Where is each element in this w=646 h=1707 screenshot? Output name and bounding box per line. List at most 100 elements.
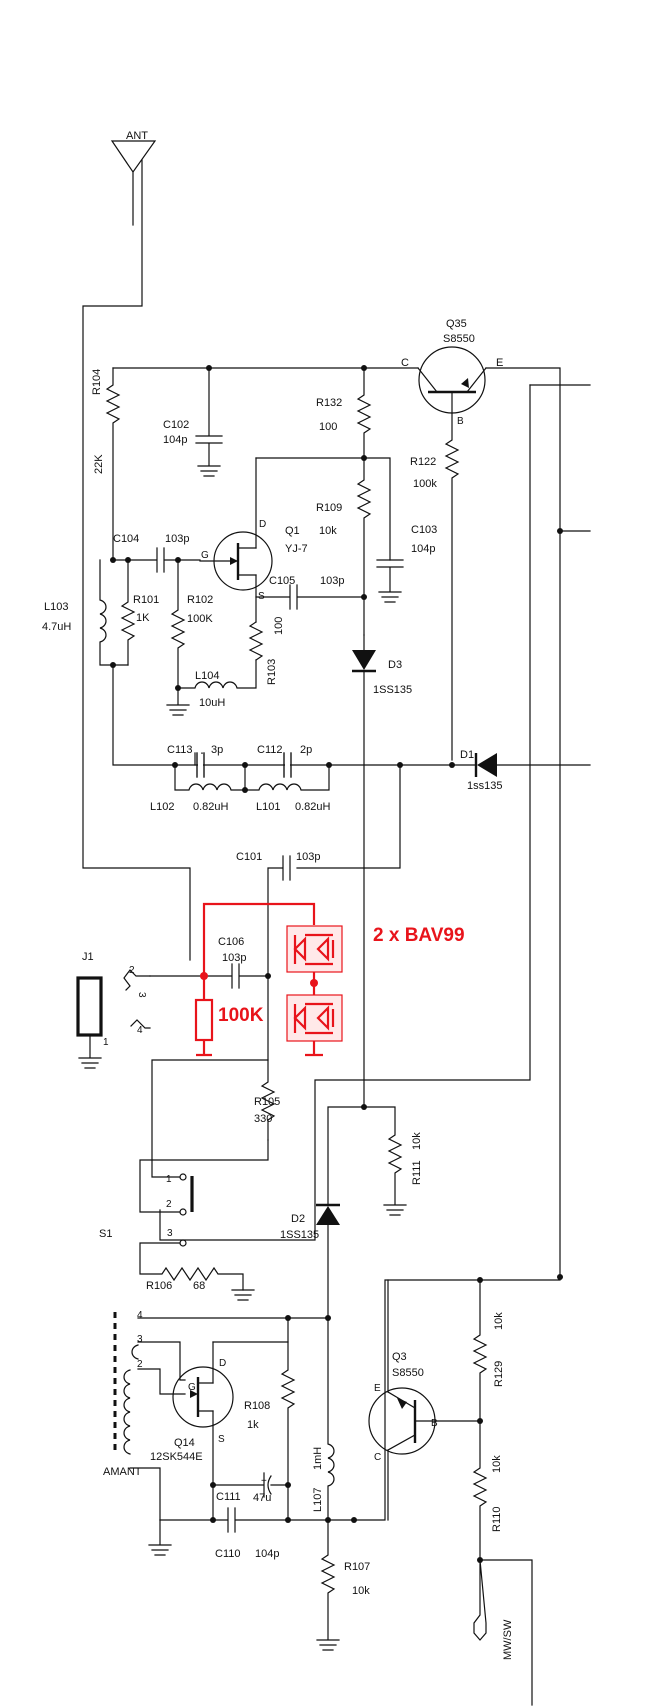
diode-d3 (352, 634, 376, 1108)
label-q1: Q1 (285, 525, 300, 537)
label-r104: R104 (91, 369, 103, 395)
resistor-r122 (444, 412, 460, 761)
resistor-r129 (472, 1279, 488, 1422)
label-j1-p4: 4 (137, 1025, 143, 1036)
inductor-l104 (177, 659, 257, 689)
switch-s1 (139, 1139, 269, 1301)
label-c103-val: 104p (411, 543, 435, 555)
label-c106-val: 103p (222, 952, 246, 964)
label-r111-val: 10k (411, 1132, 423, 1150)
label-c106: C106 (218, 936, 244, 948)
label-r108-val: 1k (247, 1419, 259, 1431)
jack-j1 (76, 969, 151, 1069)
label-r110-val: 10k (491, 1455, 503, 1473)
label-amant-p2: 2 (137, 1359, 143, 1370)
capacitor-c101 (267, 764, 401, 1061)
resistor-r103 (248, 621, 264, 661)
label-q3-e: E (374, 1383, 381, 1394)
capacitor-c102 (195, 367, 223, 477)
label-amant-p3: 3 (137, 1334, 143, 1345)
label-s1-p1: 1 (166, 1174, 172, 1185)
label-l104-val: 10uH (199, 697, 225, 709)
label-j1-p3: 3 (136, 992, 147, 998)
label-j1-p1: 1 (103, 1037, 109, 1048)
label-r103-val: 100 (273, 617, 285, 635)
label-l102-val: 0.82uH (193, 801, 229, 813)
transistor-q35 (417, 346, 487, 414)
antenna-coil-amant (113, 1312, 329, 1521)
label-c102: C102 (163, 419, 189, 431)
inductor-l102 (174, 764, 246, 791)
label-q14: Q14 (174, 1437, 195, 1449)
label-c111-plus: + (261, 1476, 267, 1487)
label-r129: R129 (493, 1361, 505, 1387)
label-s1-p2: 2 (166, 1199, 172, 1210)
capacitor-c111 (212, 1472, 289, 1498)
wire-antenna (82, 159, 191, 961)
label-r102-val: 100K (187, 613, 213, 625)
label-l101-val: 0.82uH (295, 801, 331, 813)
transistor-q3 (368, 1279, 481, 1521)
label-q3-b: B (431, 1418, 438, 1429)
label-s1: S1 (99, 1228, 112, 1240)
label-q3-type: S8550 (392, 1367, 424, 1379)
label-r108: R108 (244, 1400, 270, 1412)
label-r105-val: 330 (254, 1113, 272, 1125)
label-q3: Q3 (392, 1351, 407, 1363)
label-l101: L101 (256, 801, 280, 813)
label-r122-val: 100k (413, 478, 437, 490)
label-r106-val: 68 (193, 1280, 205, 1292)
label-mwsw: MW/SW (502, 1619, 514, 1660)
label-q14-type: 12SK544E (150, 1451, 203, 1463)
label-bav99: 2 x BAV99 (373, 925, 465, 946)
diode-d2 (316, 1106, 365, 1321)
label-q1-g: G (201, 550, 209, 561)
antenna-symbol (110, 140, 157, 226)
label-ant: ANT (126, 130, 148, 142)
transistor-q1 (199, 457, 273, 623)
resistor-r104 (105, 367, 121, 561)
label-r122: R122 (410, 456, 436, 468)
label-q35-type: S8550 (443, 333, 475, 345)
capacitor-c110 (159, 1279, 561, 1533)
resistor-r105 (151, 1059, 276, 1161)
resistor-r110 (472, 1420, 488, 1561)
label-d1-type: 1ss135 (467, 780, 502, 792)
label-r111: R111 (411, 1160, 423, 1185)
label-amant-p4: 4 (137, 1310, 143, 1321)
label-c113: C113 (167, 744, 192, 756)
label-d3-type: 1SS135 (373, 684, 412, 696)
label-q35: Q35 (446, 318, 467, 330)
inductor-l101 (244, 764, 330, 791)
resistor-r111 (363, 1106, 407, 1216)
label-d2: D2 (291, 1213, 305, 1225)
label-r106: R106 (146, 1280, 172, 1292)
capacitor-c105 (255, 584, 365, 610)
label-q3-c: C (374, 1452, 381, 1463)
wire-long-return (159, 384, 531, 1241)
label-c104-val: 103p (165, 533, 189, 545)
label-c112: C112 (257, 744, 282, 756)
resistor-r107 (316, 1519, 340, 1651)
label-amant: AMANT (103, 1466, 142, 1478)
capacitor-c106 (149, 963, 269, 989)
label-q1-d: D (259, 519, 266, 530)
diode-d1 (399, 753, 591, 777)
label-c111-val: 47u (253, 1492, 271, 1504)
inductor-l103 (99, 559, 129, 666)
label-r105: R105 (254, 1096, 280, 1108)
label-c111: C111 (216, 1491, 241, 1503)
resistor-r101 (120, 559, 136, 666)
resistor-r108 (280, 1317, 296, 1521)
label-l107: L107 (312, 1488, 324, 1512)
label-c110: C110 (215, 1548, 240, 1560)
label-c110-val: 104p (255, 1548, 279, 1560)
wire-q35-emitter (485, 367, 561, 1278)
label-l103: L103 (44, 601, 68, 613)
label-l107-val: 1mH (312, 1447, 324, 1470)
label-q35-c: C (401, 357, 409, 369)
label-l103-val: 4.7uH (42, 621, 71, 633)
label-r107-val: 10k (352, 1585, 370, 1597)
capacitor-c103 (376, 559, 404, 603)
